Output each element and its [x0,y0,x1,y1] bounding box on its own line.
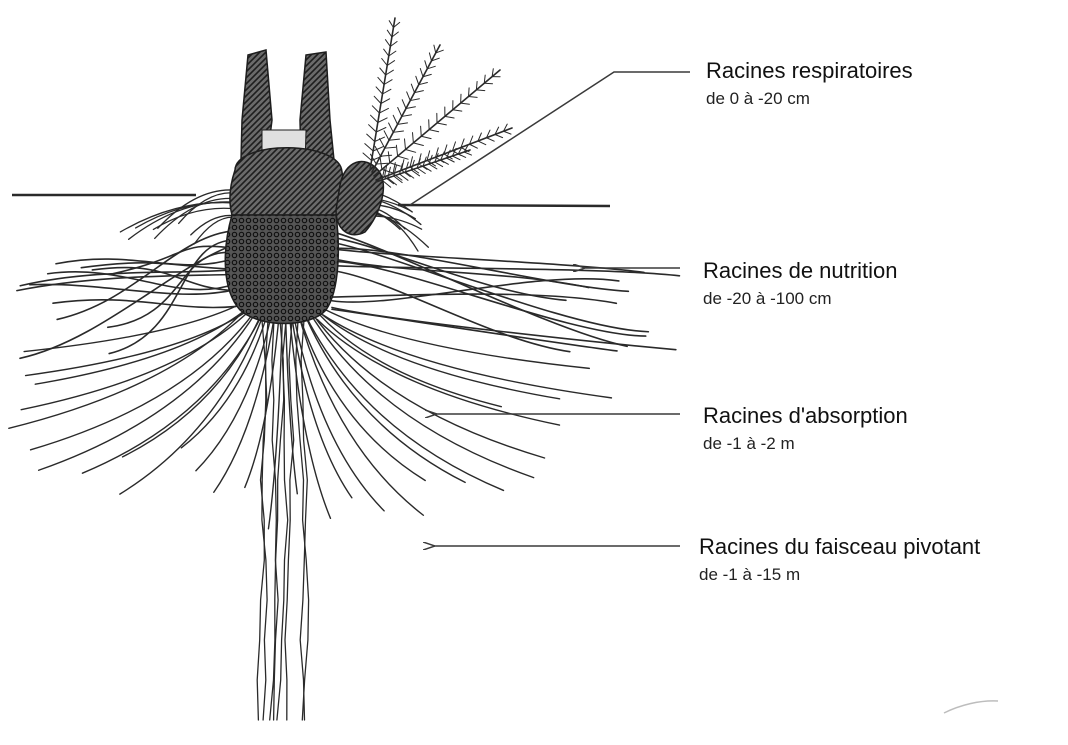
frond-leaflet [434,45,436,53]
label-respiratory-roots: Racines respiratoires de 0 à -20 cm [706,58,913,110]
frond-leaflet [369,125,377,132]
absorption-root [26,312,245,375]
frond-leaflet [441,160,449,164]
frond-leaflet [416,76,419,84]
absorption-root [120,302,268,495]
frond-leaflet [405,172,413,178]
pivot-roots-depth: de -1 à -15 m [699,564,980,586]
frond-leaflet [384,131,389,140]
frond-leaflet [420,69,423,77]
respiratory-roots-title: Racines respiratoires [706,58,913,84]
frond-leaflet [367,134,375,141]
frond-leaflet [389,21,393,28]
frond-leaflet [396,145,397,156]
frond-leaflet [398,156,408,159]
respiratory-leader-line [410,72,690,205]
frond-leaflet [405,139,406,150]
frond-leaflet [447,158,455,162]
nutrition-root [56,258,236,265]
frond-leaflet [487,138,495,141]
frond-leaflet [381,155,392,156]
frond-leaflet [437,123,446,125]
frond-leaflet [393,131,403,132]
frond-leaflet [385,40,390,47]
frond-leaflet [385,147,396,148]
frond-leaflet [384,49,389,56]
frond-leaflet [365,144,373,151]
stray-mark [944,701,998,713]
frond-leaflet [388,152,389,163]
absorption-roots-title: Racines d'absorption [703,403,908,429]
frond-leaflet [387,30,392,37]
offshoot-sucker [336,18,512,235]
frond-leaflet [382,59,387,66]
frond-leaflet [413,143,423,146]
frond-leaflet [373,147,383,151]
pivot-roots-title: Racines du faisceau pivotant [699,534,980,560]
frond-leaflet [429,130,439,132]
frond-leaflet [478,141,486,145]
frond-leaflet [393,115,397,124]
frond-leaflet [382,169,385,180]
frond-leaflet [461,103,470,104]
root-bulb [225,215,338,324]
label-nutrition-roots: Racines de nutrition de -20 à -100 cm [703,258,897,310]
frond-leaflet [389,123,394,132]
frond-leaflet [429,53,431,61]
frond-leaflet [402,100,406,109]
frond-leaflet [452,156,460,160]
frond-leaflet [476,90,484,91]
frond-leaflet [445,116,454,118]
respiratory-roots-depth: de 0 à -20 cm [706,88,913,110]
frond-leaflet [453,110,462,111]
frond-leaflet [398,108,402,117]
frond-leaflet [421,136,431,138]
absorption-root [82,314,262,473]
frond-leaflet [376,163,387,164]
frond-leaflet [495,135,503,138]
frond-leaflet [376,87,382,94]
frond-leaflet [372,106,379,113]
nutrition-roots-title: Racines de nutrition [703,258,897,284]
frond-leaflet [411,84,414,93]
nutrition-root [53,300,236,308]
pivot-root-bundle [257,320,308,720]
frond-leaflet [388,178,397,185]
pivot-root [285,320,294,720]
nutrition-roots-depth: de -20 à -100 cm [703,288,897,310]
frond-leaflet [421,126,422,136]
frond-leaflet [407,92,411,101]
frond-leaflet [470,144,478,148]
frond-leaflet [464,152,471,155]
frond-leaflet [469,97,478,98]
frond-leaflet [504,131,512,134]
absorption-root [9,300,254,428]
frond-leaflet [413,133,414,143]
absorption-roots-depth: de -1 à -2 m [703,433,908,455]
frond-leaflet [378,77,384,84]
frond-leaflet [458,154,465,157]
absorption-root [21,310,251,410]
frond-leaflet [425,61,427,69]
frond-leaflet [374,96,381,103]
label-pivot-roots: Racines du faisceau pivotant de -1 à -15… [699,534,980,586]
respiratory-root [120,202,240,231]
frond-leaflet [380,68,386,75]
frond-leaflet [423,166,431,171]
frond-leaflet [371,115,378,122]
frond-leaflet [406,150,416,153]
trunk [230,50,345,215]
frond-leaflet [388,167,391,178]
frond-leaflet [469,88,470,97]
frond-leaflet [389,139,400,140]
label-absorption-roots: Racines d'absorption de -1 à -2 m [703,403,908,455]
